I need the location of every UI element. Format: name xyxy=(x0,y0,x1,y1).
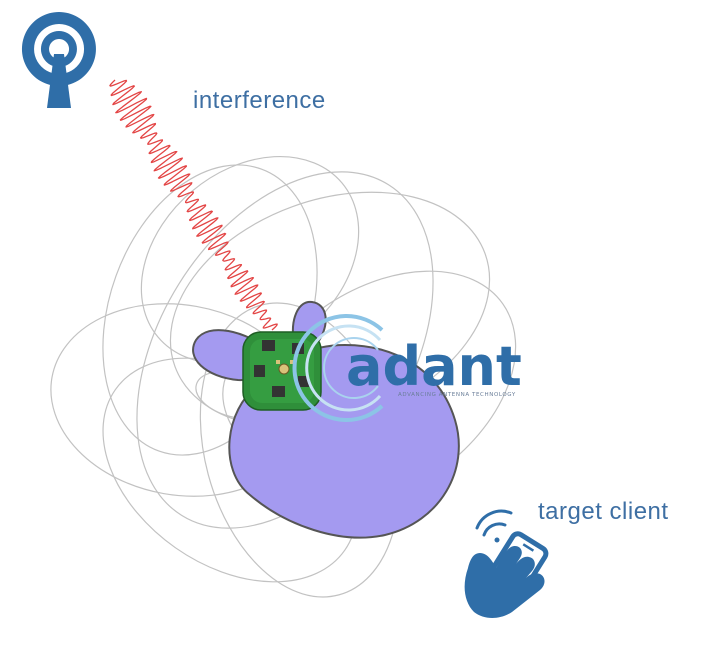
antenna-board-chip xyxy=(262,340,275,351)
hand xyxy=(464,546,545,618)
tower-mast xyxy=(47,54,71,108)
antenna-board-trace xyxy=(276,360,280,364)
logo-swirl xyxy=(305,324,382,412)
interference-label: interference xyxy=(193,87,326,114)
antenna-board-chip xyxy=(298,376,309,387)
logo-swirl xyxy=(292,314,384,422)
interference-wave xyxy=(109,79,278,331)
interference-waveform xyxy=(109,79,278,331)
antenna-board xyxy=(242,331,322,411)
wifi-dot xyxy=(494,537,500,543)
tower-inner-ring xyxy=(40,31,77,67)
adant-logo: adant ADVANCING ANTENNA TECHNOLOGY xyxy=(292,314,522,422)
antenna-board-chip xyxy=(272,386,285,397)
radio-tower-icon xyxy=(21,12,96,108)
tower-outer-ring xyxy=(21,12,96,86)
antenna-board-trace xyxy=(290,360,294,364)
brand-tagline: ADVANCING ANTENNA TECHNOLOGY xyxy=(398,392,516,398)
smartphone-hand-icon xyxy=(464,509,549,618)
wifi-signal-icon xyxy=(475,509,513,543)
brand-name: adant xyxy=(346,335,522,398)
wifi-arc xyxy=(475,509,513,530)
logo-swirl xyxy=(323,337,379,399)
wifi-arc xyxy=(482,522,507,537)
target-client-label: target client xyxy=(538,498,669,525)
antenna-board-chip xyxy=(254,365,265,377)
phone-speaker xyxy=(522,543,535,552)
antenna-board-connector xyxy=(278,363,290,375)
